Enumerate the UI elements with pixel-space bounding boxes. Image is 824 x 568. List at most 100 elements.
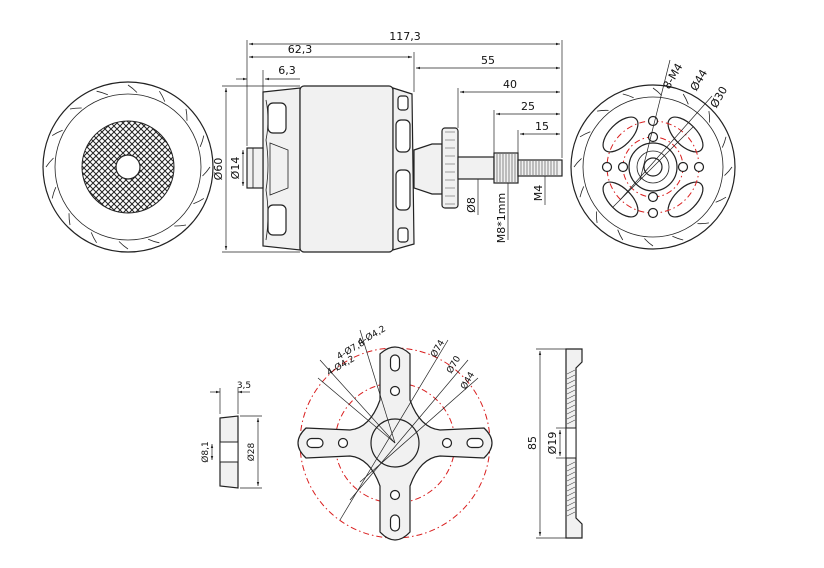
hatch-line	[566, 511, 576, 517]
ring-notch	[595, 211, 598, 223]
front-shaft	[643, 157, 663, 177]
ring-notch	[708, 111, 711, 123]
dim-mount-bore: Ø19	[546, 432, 559, 455]
leader-mount	[317, 377, 396, 444]
tip-threads	[520, 161, 558, 175]
mount-holes	[306, 354, 484, 532]
hatch-line	[566, 419, 576, 425]
dim-shaft-55: 55	[481, 54, 495, 67]
ring-notch	[118, 241, 129, 250]
ring-notch	[51, 129, 63, 136]
hatch-line	[566, 491, 576, 497]
ring-notch	[51, 187, 57, 199]
hatch-line	[566, 404, 576, 410]
hatch-line	[566, 384, 576, 390]
rear-view	[42, 81, 214, 253]
mount-hole	[389, 385, 401, 397]
dim-shaft-diameter: Ø8	[465, 197, 478, 213]
ring-notch	[45, 157, 54, 168]
ring-notch	[159, 90, 166, 102]
ring-notch	[68, 213, 71, 226]
rear-boss	[246, 147, 264, 189]
dim-washer-outer: Ø28	[246, 442, 257, 461]
hatch-line	[566, 394, 576, 400]
hatch-line	[566, 399, 576, 405]
dim-mount-height: 85	[526, 436, 539, 450]
hatch-line	[566, 369, 576, 375]
dim-mount-pcd-70: Ø70	[444, 354, 463, 376]
dim-washer-thickness: 3,5	[237, 381, 251, 391]
ring-notch	[90, 232, 97, 244]
front-inner-ring	[582, 96, 724, 238]
rear-notches	[45, 84, 211, 250]
dim-shaft-40: 40	[503, 78, 517, 91]
dim-overall-length: 117,3	[389, 30, 421, 43]
front-hole	[693, 161, 705, 173]
front-hole	[601, 161, 613, 173]
hatch-line	[566, 466, 576, 472]
ring-notch	[597, 109, 609, 112]
dim-shaft-25: 25	[521, 100, 535, 113]
washer-bore	[219, 441, 239, 463]
front-bell-slot	[397, 95, 409, 111]
dim-end-holes: 8-M4	[660, 61, 685, 91]
leader-pcd	[619, 95, 713, 201]
cross-mount-view: 4-Ø4,2 4-Ø7,8 4-Ø4,2 Ø74 Ø70 Ø44	[297, 323, 493, 541]
rear-inner-ring	[54, 93, 202, 241]
ring-notch	[193, 198, 205, 205]
ring-notch	[672, 235, 684, 241]
hatch-line	[566, 374, 576, 380]
hatch-line	[566, 506, 576, 512]
hatch-line	[566, 461, 576, 467]
front-bell	[392, 87, 415, 251]
ring-notch	[174, 224, 187, 227]
front-holes	[601, 115, 705, 219]
hatch-line	[566, 389, 576, 395]
collet-knurl	[445, 131, 455, 205]
front-bell-slot	[395, 119, 411, 153]
mount-plate	[297, 346, 493, 541]
leader-pcd	[612, 126, 694, 208]
front-bell-slot	[397, 227, 409, 243]
mount-hole	[337, 437, 349, 449]
hatch-line	[566, 476, 576, 482]
leader-holes	[639, 59, 671, 181]
leader-pcd	[359, 377, 479, 483]
dim-tip-thread: M4	[532, 185, 545, 202]
threaded-shaft-m8	[457, 156, 495, 180]
hatch-line	[566, 409, 576, 415]
front-bell-slot	[395, 169, 411, 211]
rear-cap-slot	[267, 204, 287, 236]
ring-notch	[652, 87, 662, 96]
hatch-line	[566, 471, 576, 477]
dim-body-length: 62,3	[288, 43, 313, 56]
shaft-hub	[413, 143, 443, 195]
front-notches	[573, 87, 733, 247]
hatch-line	[566, 379, 576, 385]
hatch-line	[566, 496, 576, 502]
ring-notch	[199, 135, 205, 147]
hatch-line	[566, 501, 576, 507]
front-hole	[647, 191, 659, 203]
ring-notch	[697, 222, 709, 225]
ring-notch	[185, 108, 188, 121]
ring-notch	[715, 196, 727, 203]
leader-mount	[359, 329, 396, 444]
front-hole	[647, 207, 659, 219]
front-hole	[647, 131, 659, 143]
dim-washer-inner: Ø8,1	[200, 441, 211, 462]
dim-shaft-15: 15	[535, 120, 549, 133]
rear-center-hole	[115, 154, 141, 180]
dim-rear-boss: Ø14	[229, 157, 242, 180]
ring-notch	[622, 93, 634, 99]
dim-mount-pcd-74: Ø74	[428, 338, 447, 360]
dim-end-pcd-30: Ø30	[708, 84, 731, 110]
ring-notch	[573, 158, 582, 168]
dim-body-diameter: Ø60	[212, 158, 225, 181]
mount-hole	[441, 437, 453, 449]
mount-side-view: 85 Ø19	[526, 348, 583, 539]
front-hole	[647, 115, 659, 127]
ring-notch	[96, 90, 108, 96]
front-hub	[628, 142, 678, 192]
